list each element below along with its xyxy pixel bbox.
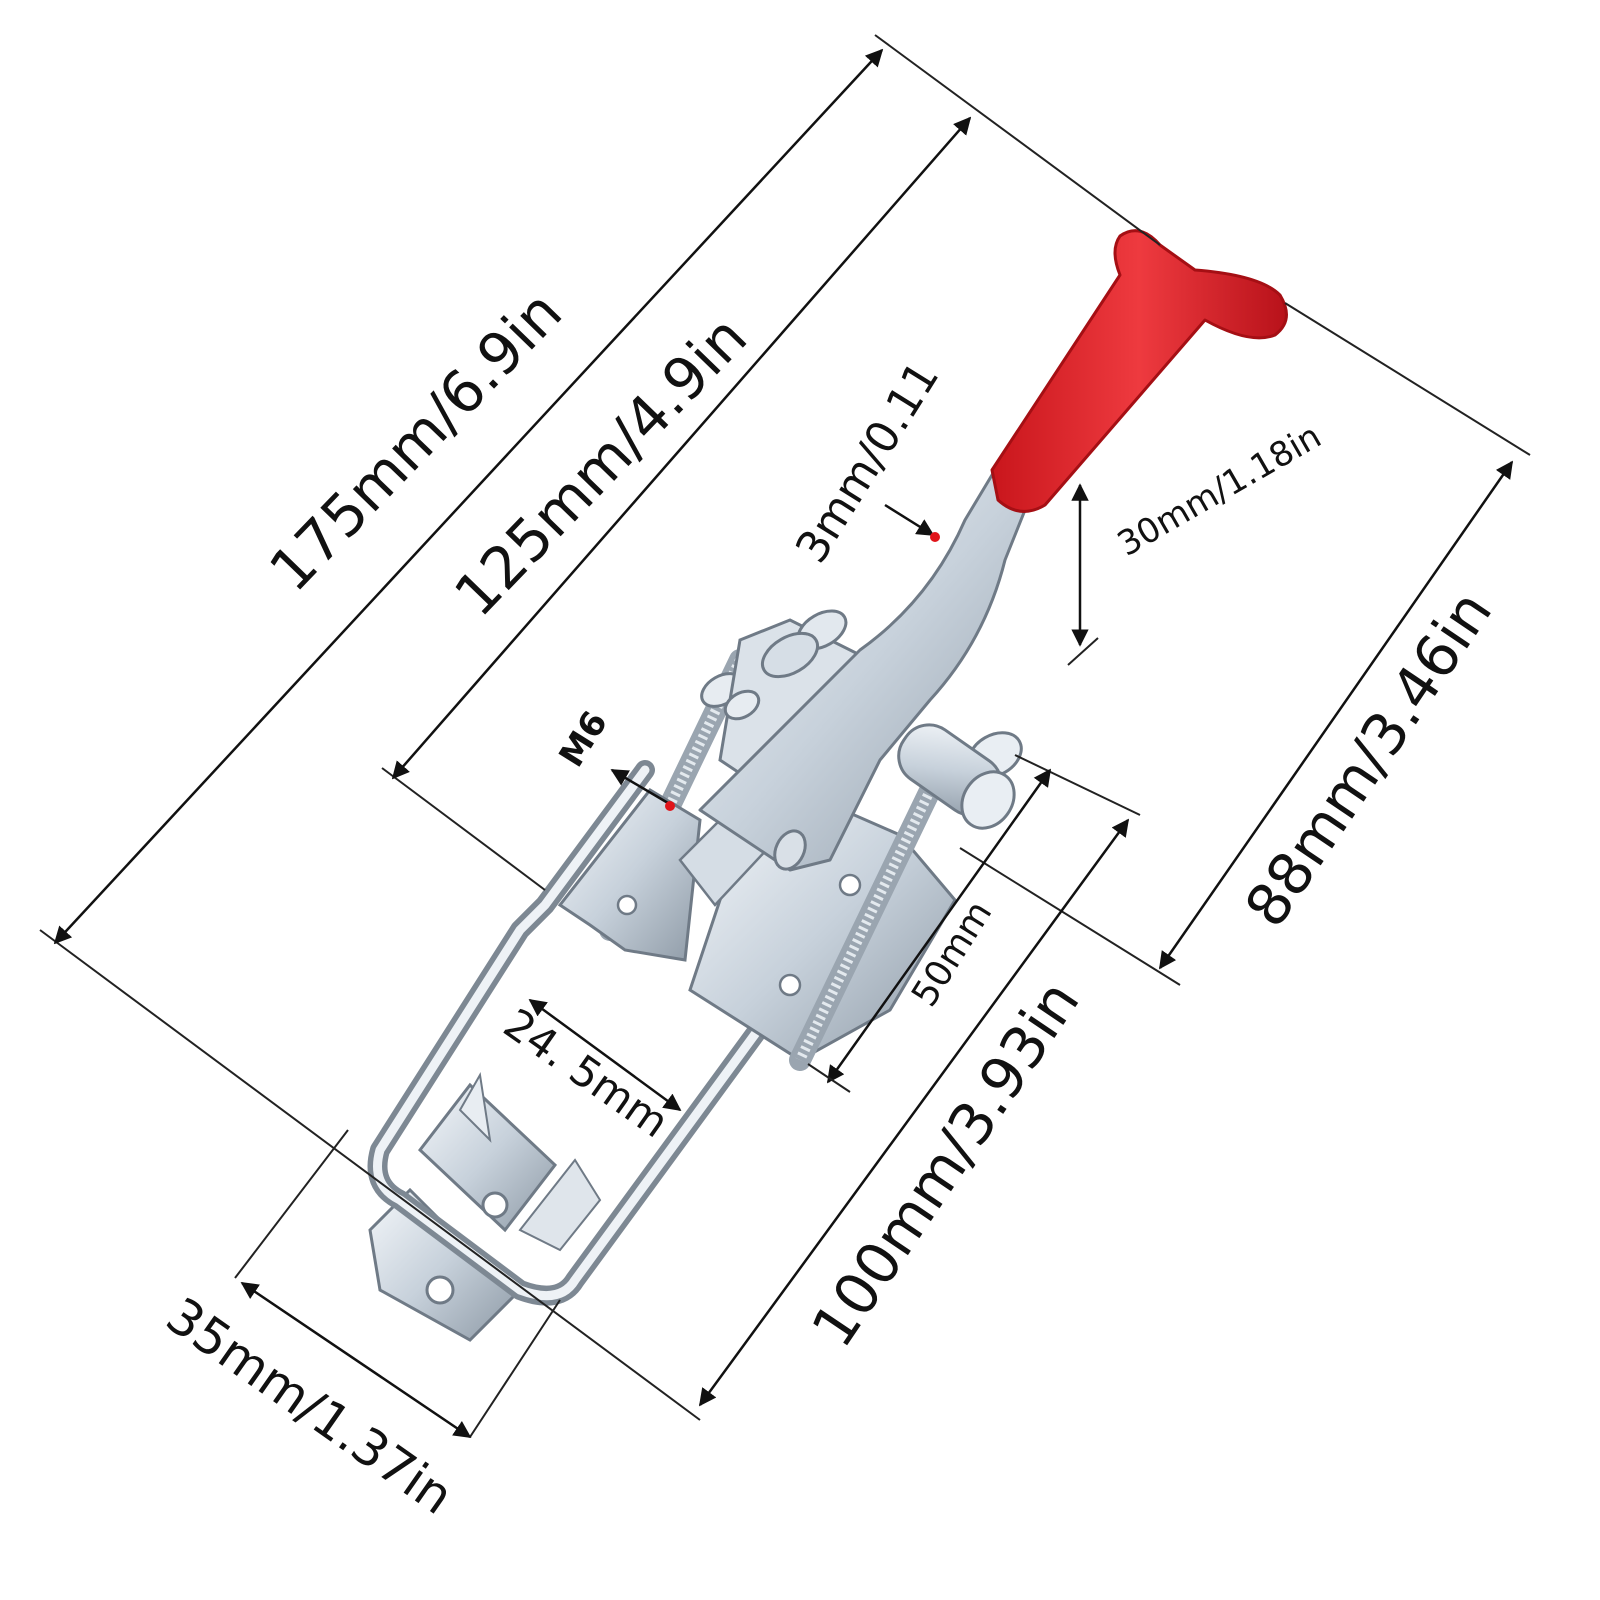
red-handle-grip [990, 229, 1288, 513]
label-bolt-thread: M6 [551, 704, 615, 774]
label-plate-thickness: 3mm/0.11 [786, 353, 949, 572]
wire-hook [367, 760, 850, 1306]
pointer-bolt-thread [610, 768, 669, 805]
mounting-hole [778, 973, 802, 997]
label-inner-width: 24. 5mm [495, 999, 678, 1147]
label-hook-width: 35mm/1.37in [156, 1286, 464, 1526]
thickness-marker [930, 532, 940, 542]
bolt-marker [665, 801, 675, 811]
dimension-line-hook-width [240, 1281, 472, 1439]
dimension-line-base-length [391, 116, 972, 780]
latch-clamp-product [367, 229, 1288, 1342]
dimension-line-handle-height [1158, 460, 1514, 970]
dimension-line-hook-length [698, 818, 1130, 1407]
mounting-hole [838, 873, 862, 897]
left-bracket [557, 788, 702, 962]
mounting-hole [425, 1275, 455, 1305]
pointer-plate-thickness [884, 503, 935, 537]
mounting-hole [616, 894, 638, 916]
dimension-lines [39, 34, 1531, 1439]
mounting-hole [481, 1191, 509, 1219]
label-handle-height: 88mm/3.46in [1232, 579, 1506, 939]
dimension-line-bolt-spacing [826, 768, 1052, 1084]
dimension-line-inner-width [528, 998, 682, 1112]
label-grip-length: 30mm/1.18in [1111, 416, 1328, 564]
